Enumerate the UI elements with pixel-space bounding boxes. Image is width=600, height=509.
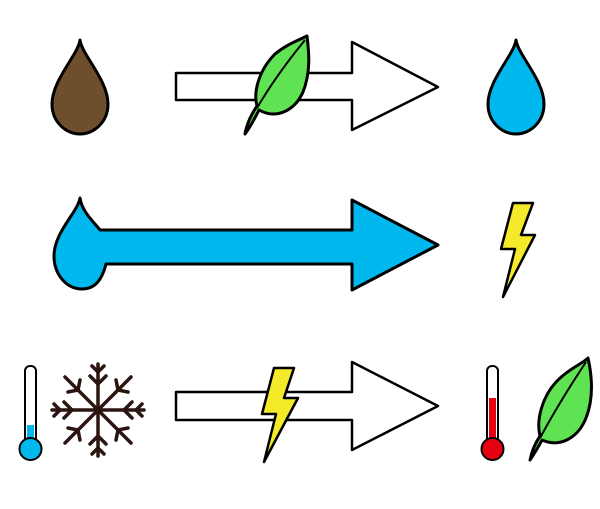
hollow-arrow-row-1 bbox=[174, 40, 440, 132]
hot-thermometer-icon bbox=[480, 365, 505, 461]
arrow-lightning-icon bbox=[260, 366, 300, 464]
lightning-icon bbox=[499, 201, 537, 299]
row-hydro-power bbox=[52, 196, 537, 299]
cold-thermometer-icon bbox=[18, 365, 43, 461]
hollow-arrow-row-3 bbox=[174, 360, 440, 452]
row-heating bbox=[18, 356, 593, 464]
dirty-water-drop-icon bbox=[50, 38, 110, 136]
leaf-icon bbox=[243, 34, 311, 136]
clean-water-drop-icon bbox=[486, 38, 546, 136]
water-arrow bbox=[52, 196, 440, 292]
row-water-filtration bbox=[50, 34, 546, 136]
leaf-icon bbox=[528, 356, 593, 462]
snowflake-icon bbox=[50, 362, 146, 458]
